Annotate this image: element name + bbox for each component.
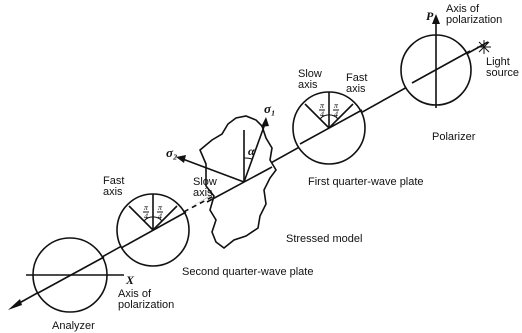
first-plate-pi-over-4-left: π 4 [319, 101, 325, 119]
stressed-model-label: Stressed model [286, 233, 362, 245]
alpha-angle-arc [243, 157, 253, 160]
second-plate-fast-axis-line [128, 205, 154, 231]
second-plate-slow-axis-line [152, 205, 178, 231]
first-plate-slow-axis-label-line1: Slow [298, 68, 322, 80]
svg-text:π: π [320, 101, 325, 110]
sigma2-arrowhead [176, 155, 186, 163]
polarizer-axis-arrowhead [432, 14, 440, 24]
first-plate-pi-over-4-right: π 4 [333, 101, 339, 119]
light-source-label-line2: source [486, 67, 519, 79]
first-plate-fast-axis-label-line1: Fast [346, 72, 367, 84]
light-source-star-icon [477, 40, 491, 54]
sigma1-arrowhead [261, 117, 269, 127]
polarizer-label: Polarizer [432, 131, 476, 143]
stressed-model-shape [199, 115, 277, 250]
stressed-model-axis-segment [206, 166, 273, 203]
second-plate-pi-over-4-right: π 4 [157, 203, 163, 221]
first-plate-label: First quarter-wave plate [308, 176, 424, 188]
second-plate-angle-arc [143, 216, 163, 222]
first-plate-slow-axis-label-line2: axis [298, 79, 318, 91]
analyzer-label: Analyzer [52, 320, 95, 332]
second-plate-label: Second quarter-wave plate [182, 266, 313, 278]
polarizer-axis-label-line1: Axis of [446, 3, 480, 15]
first-plate-angle-arc [319, 114, 339, 120]
first-plate-slow-axis-line [304, 103, 330, 129]
svg-text:4: 4 [320, 110, 324, 119]
analyzer-axis-label-line2: polarization [118, 299, 174, 311]
sigma1-direction-line [243, 120, 267, 183]
light-source-label-line1: Light [486, 56, 510, 68]
svg-text:π: π [334, 101, 339, 110]
first-plate-fast-axis-line [328, 103, 354, 129]
svg-text:π: π [158, 203, 163, 212]
second-plate-slow-axis-label-line2: axis [193, 187, 213, 199]
svg-text:π: π [144, 203, 149, 212]
analyzer-axis-label-line1: Axis of [118, 288, 152, 300]
alpha-label: α [248, 144, 255, 158]
second-plate-fast-axis-label-line2: axis [103, 186, 123, 198]
svg-text:4: 4 [334, 110, 338, 119]
sigma2-direction-line [179, 157, 245, 183]
polarizer-axis-label-line2: polarization [446, 14, 502, 26]
sigma2-label: σ₂ [166, 145, 178, 160]
polarizer-p-symbol: P [426, 9, 434, 23]
svg-text:4: 4 [144, 212, 148, 221]
sigma1-label: σ₁ [264, 101, 276, 116]
svg-text:4: 4 [158, 212, 162, 221]
polarizer-axis-segment [411, 50, 471, 84]
analyzer-x-symbol: X [125, 273, 135, 287]
first-plate-fast-axis-label-line2: axis [346, 83, 366, 95]
light-direction-arrowhead [8, 299, 22, 310]
second-plate-slow-axis-label-line1: Slow [193, 176, 217, 188]
second-plate-fast-axis-label-line1: Fast [103, 175, 124, 187]
second-plate-pi-over-4-left: π 4 [143, 203, 149, 221]
